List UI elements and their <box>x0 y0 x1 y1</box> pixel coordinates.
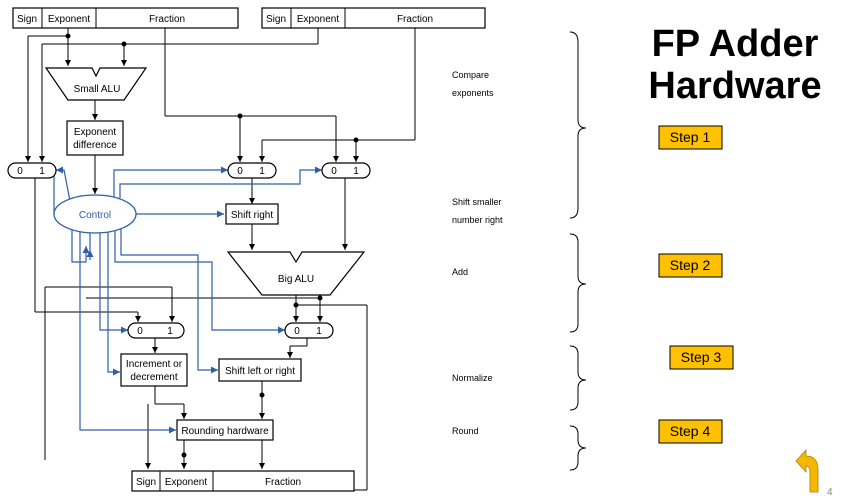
step-1-box: Step 1 <box>658 125 723 150</box>
junction-dots <box>65 33 359 458</box>
step-4-box: Step 4 <box>658 419 723 444</box>
stage-compare-2: exponents <box>452 88 494 98</box>
mux-5: 0 1 <box>284 322 334 339</box>
mux-3: 0 1 <box>321 162 371 179</box>
big-alu-label: Big ALU <box>278 274 314 285</box>
page-number: 4 <box>827 487 833 498</box>
shift-right-label: Shift right <box>231 210 273 221</box>
return-arrow-icon[interactable] <box>795 448 819 493</box>
increment-decrement-block: Increment or decrement <box>120 353 188 387</box>
exponent-label: Exponent <box>297 14 339 25</box>
fraction-label: Fraction <box>397 14 433 25</box>
svg-text:1: 1 <box>39 166 45 177</box>
step-4-label: Step 4 <box>670 423 711 439</box>
step-3-label: Step 3 <box>681 349 722 365</box>
title-line-1: FP Adder <box>652 23 819 65</box>
sign-label: Sign <box>136 477 156 488</box>
title-line-2: Hardware <box>648 65 821 107</box>
control-label: Control <box>79 210 111 221</box>
svg-text:0: 0 <box>294 326 300 337</box>
svg-text:1: 1 <box>353 166 359 177</box>
step-3-box: Step 3 <box>669 345 734 370</box>
output-register: Sign Exponent Fraction <box>131 470 355 492</box>
shift-right-block: Shift right <box>225 203 279 225</box>
step-2-label: Step 2 <box>670 257 711 273</box>
exponent-label: Exponent <box>165 477 207 488</box>
control-wires <box>53 166 322 434</box>
svg-text:0: 0 <box>17 166 23 177</box>
sign-label: Sign <box>17 14 37 25</box>
svg-text:1: 1 <box>316 326 322 337</box>
svg-text:0: 0 <box>331 166 337 177</box>
stage-shift-1: Shift smaller <box>452 197 502 207</box>
stage-labels: Compare exponents Shift smaller number r… <box>452 70 503 436</box>
stage-braces <box>569 31 587 471</box>
control-unit: Control <box>53 194 137 234</box>
mux-2: 0 1 <box>227 162 277 179</box>
stage-add: Add <box>452 267 468 277</box>
stage-round: Round <box>452 426 479 436</box>
exponent-difference-label-2: difference <box>73 140 117 151</box>
mux-1: 0 1 <box>7 162 57 179</box>
fraction-label: Fraction <box>149 14 185 25</box>
rounding-hardware-label: Rounding hardware <box>181 426 269 437</box>
svg-text:1: 1 <box>167 326 173 337</box>
small-alu-label: Small ALU <box>74 84 121 95</box>
input-register-b: Sign Exponent Fraction <box>261 7 486 29</box>
fraction-label: Fraction <box>265 477 301 488</box>
svg-text:0: 0 <box>237 166 243 177</box>
input-register-a: Sign Exponent Fraction <box>12 7 239 29</box>
sign-label: Sign <box>266 14 286 25</box>
mux-4: 0 1 <box>127 322 185 339</box>
slide-title: FP Adder Hardware <box>648 23 821 107</box>
shift-left-right-block: Shift left or right <box>218 358 302 382</box>
stage-compare-1: Compare <box>452 70 489 80</box>
exponent-difference-label-1: Exponent <box>74 127 116 138</box>
small-alu: Small ALU <box>44 67 148 101</box>
svg-text:0: 0 <box>137 326 143 337</box>
step-2-box: Step 2 <box>658 253 723 278</box>
increment-label-2: decrement <box>130 372 177 383</box>
step-1-label: Step 1 <box>670 129 711 145</box>
increment-label-1: Increment or <box>126 359 183 370</box>
shift-left-right-label: Shift left or right <box>225 366 295 377</box>
rounding-hardware-block: Rounding hardware <box>176 419 274 441</box>
exponent-difference-block: Exponent difference <box>66 120 124 156</box>
big-alu: Big ALU <box>226 251 366 296</box>
svg-text:1: 1 <box>259 166 265 177</box>
exponent-label: Exponent <box>48 14 90 25</box>
stage-shift-2: number right <box>452 215 503 225</box>
stage-normalize: Normalize <box>452 373 493 383</box>
